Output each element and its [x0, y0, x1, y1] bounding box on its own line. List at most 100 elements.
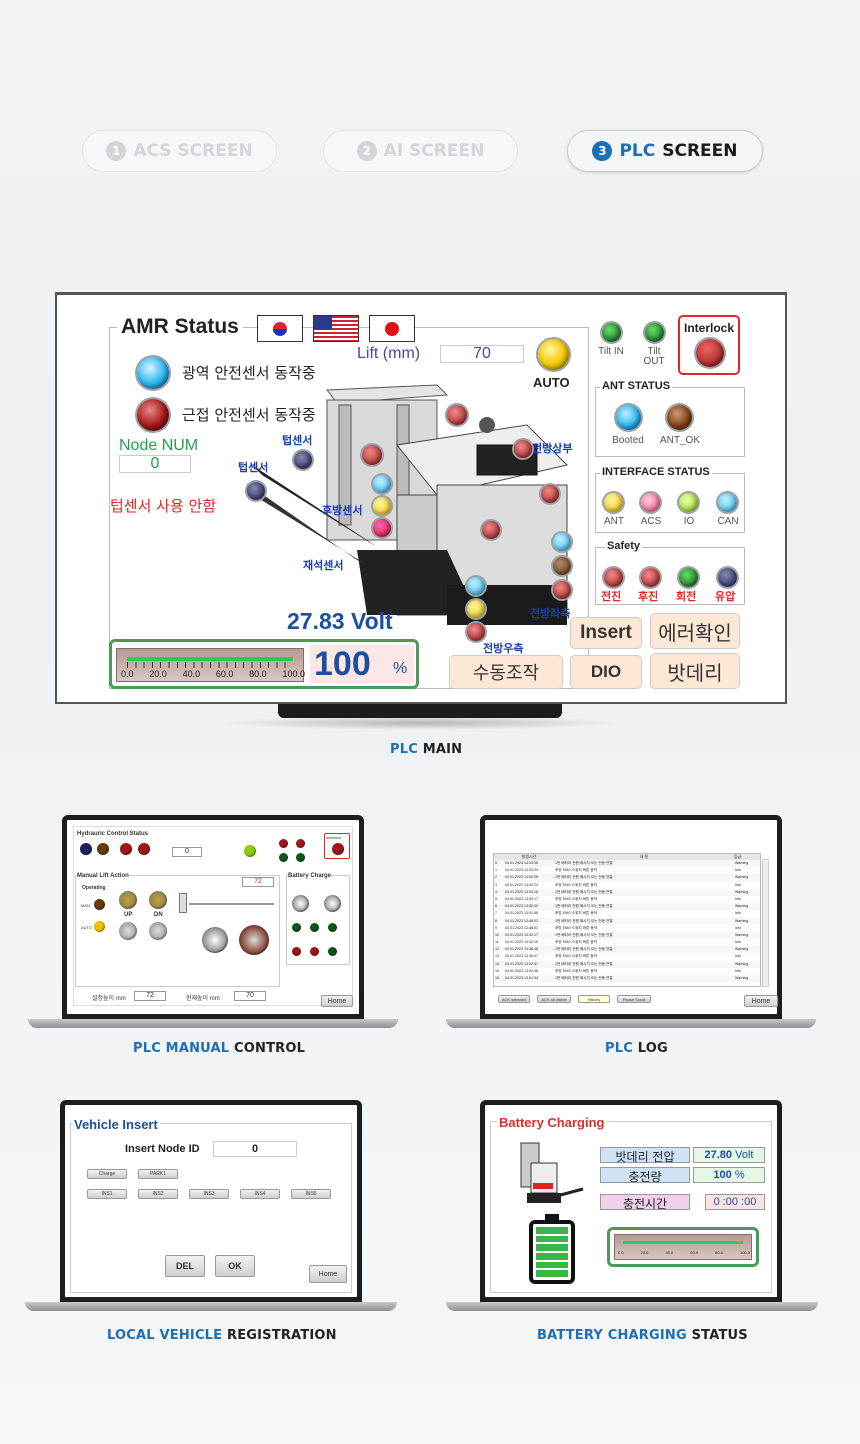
ins3-button[interactable]: INS3	[189, 1189, 229, 1199]
battery-cell	[536, 1253, 568, 1260]
caption-text: CONTROL	[234, 1041, 306, 1056]
tab-acs-screen[interactable]: 1 ACS SCREEN	[82, 130, 277, 172]
ack-selected-button[interactable]: ACK selected	[498, 995, 530, 1003]
switch-button[interactable]	[149, 922, 167, 940]
log-header-cell: 발생시간	[521, 854, 537, 859]
lift-slider[interactable]	[179, 893, 187, 913]
table-cell: 04.01.2023 14:00:25	[505, 875, 538, 880]
flag-korea-icon[interactable]	[257, 315, 303, 342]
battery-button[interactable]: 밧데리	[650, 653, 740, 689]
interlock-label: Interlock	[684, 321, 735, 335]
battery-charge-title: Battery Charge	[288, 873, 332, 879]
tab-plc-screen[interactable]: 3 PLC SCREEN	[567, 130, 763, 172]
manual-operation-button[interactable]: 수동조작	[449, 655, 563, 689]
pause-scroll-button[interactable]: Pause Scroll	[617, 995, 651, 1003]
dio-button[interactable]: DIO	[570, 655, 642, 689]
scale-label: 0.0	[618, 1250, 624, 1255]
rear-sensor-label: 후방센서	[322, 504, 363, 517]
battery-voltage-label: 밧데리 전압	[600, 1147, 690, 1164]
battery-gauge: 0.0 20.0 40.0 60.0 80.0 100.0	[116, 648, 305, 682]
table-cell: Warning	[735, 932, 749, 937]
if-ant-label: ANT	[604, 516, 624, 527]
error-check-button[interactable]: 에러확인	[650, 613, 740, 649]
ins6-button[interactable]: INS6	[291, 1189, 331, 1199]
lift-set-value: 72	[242, 877, 274, 887]
node-num-label: Node NUM	[119, 437, 199, 454]
knob-icon[interactable]	[239, 925, 269, 955]
charging-gauge: 0.0 20.0 40.0 60.0 80.0 100.0	[614, 1234, 752, 1260]
table-cell: 04.01.2023 13:02:46	[505, 968, 538, 973]
ins1-button[interactable]: INS1	[87, 1189, 127, 1199]
history-button[interactable]: History	[578, 995, 610, 1003]
table-cell: Warning	[735, 875, 749, 880]
home-button[interactable]: Home	[321, 995, 353, 1007]
table-cell: 04.01.2023 13:48:02	[505, 918, 538, 923]
interlock-button[interactable]: Interlock	[678, 315, 740, 375]
table-cell: 15	[495, 968, 499, 973]
caption-text: LOG	[637, 1041, 668, 1056]
manual-lift-frame	[75, 875, 280, 987]
table-cell: 3	[495, 882, 497, 887]
knob-icon[interactable]	[202, 927, 228, 953]
table-cell: 04.01.2023 13:52:00	[505, 904, 538, 909]
battery-gauge-ticks	[127, 662, 293, 668]
insert-button[interactable]: Insert	[570, 617, 642, 649]
flag-japan-icon[interactable]	[369, 315, 415, 342]
tab-ai-screen[interactable]: 2 AI SCREEN	[323, 130, 518, 172]
scale-label: 20.0	[149, 669, 167, 679]
home-button[interactable]: Home	[309, 1265, 347, 1283]
insert-node-input[interactable]: 0	[213, 1141, 297, 1157]
monitor-shadow	[220, 716, 620, 730]
safety-forward-indicator	[604, 568, 623, 587]
log-scrollbar[interactable]	[762, 859, 769, 987]
table-cell: 2	[495, 875, 497, 880]
table-cell: 1번 배터리 전원 패시지 오는 전동 연결	[555, 889, 613, 894]
charging-screen	[490, 1121, 772, 1293]
charge-button[interactable]: Charge	[87, 1169, 127, 1179]
charge-amount-value: 100	[713, 1169, 732, 1181]
flag-usa-icon[interactable]	[313, 315, 359, 342]
scale-label: 60.0	[690, 1250, 699, 1255]
switch-button[interactable]	[119, 922, 137, 940]
table-cell: Warning	[735, 918, 749, 923]
caption-highlight: PLC MANUAL	[133, 1041, 230, 1056]
near-sensor-indicator	[137, 399, 169, 431]
table-cell: Info	[735, 940, 741, 945]
manual-interlock-button[interactable]: Interlock	[324, 833, 350, 859]
table-cell: Info	[735, 925, 741, 930]
ok-button[interactable]: OK	[215, 1255, 255, 1277]
battery-gauge-track	[127, 657, 293, 661]
home-button[interactable]: Home	[744, 995, 778, 1007]
del-button[interactable]: DEL	[165, 1255, 205, 1277]
table-cell: Warning	[735, 976, 749, 980]
scale-label: 40.0	[182, 669, 201, 679]
charge-time-value: 0 :00 :00	[705, 1194, 765, 1210]
ack-all-button[interactable]: ACK all visible	[537, 995, 571, 1003]
safety-title: Safety	[605, 540, 643, 552]
park1-button[interactable]: PARK1	[138, 1169, 178, 1179]
up-button[interactable]	[119, 891, 137, 909]
table-cell: 후방 EMO 스위치 버튼 동작	[555, 940, 597, 945]
log-header-cell: 내 용	[639, 854, 649, 859]
ins4-button[interactable]: INS4	[240, 1189, 280, 1199]
dn-button[interactable]	[149, 891, 167, 909]
ins2-button[interactable]: INS2	[138, 1189, 178, 1199]
battery-cell	[536, 1244, 568, 1252]
